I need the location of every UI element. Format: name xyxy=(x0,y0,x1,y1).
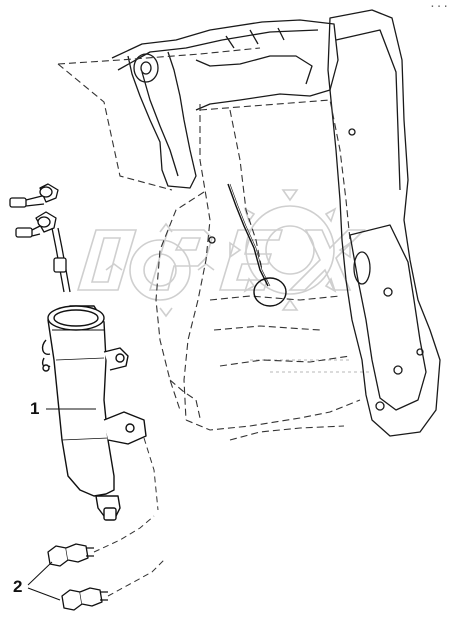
corner-mark: ··· xyxy=(429,0,449,13)
clutch-master-cylinder xyxy=(41,305,147,521)
callout-1: 1 xyxy=(30,399,40,418)
pedal-box-housing xyxy=(111,19,339,189)
push-rod xyxy=(9,183,71,293)
leader-2b xyxy=(27,587,61,601)
hydraulic-line xyxy=(227,183,287,307)
callout-leaders xyxy=(27,408,96,601)
leader-2a xyxy=(27,561,53,586)
mounting-bolts xyxy=(47,543,108,611)
callout-2: 2 xyxy=(13,577,23,596)
watermark-logo xyxy=(76,189,370,373)
bolt-lower xyxy=(61,587,108,611)
bolt-upper xyxy=(47,543,94,567)
dashed-panel-outline xyxy=(57,47,361,441)
frame-bracket xyxy=(208,9,441,437)
assembly-guides xyxy=(93,437,165,597)
